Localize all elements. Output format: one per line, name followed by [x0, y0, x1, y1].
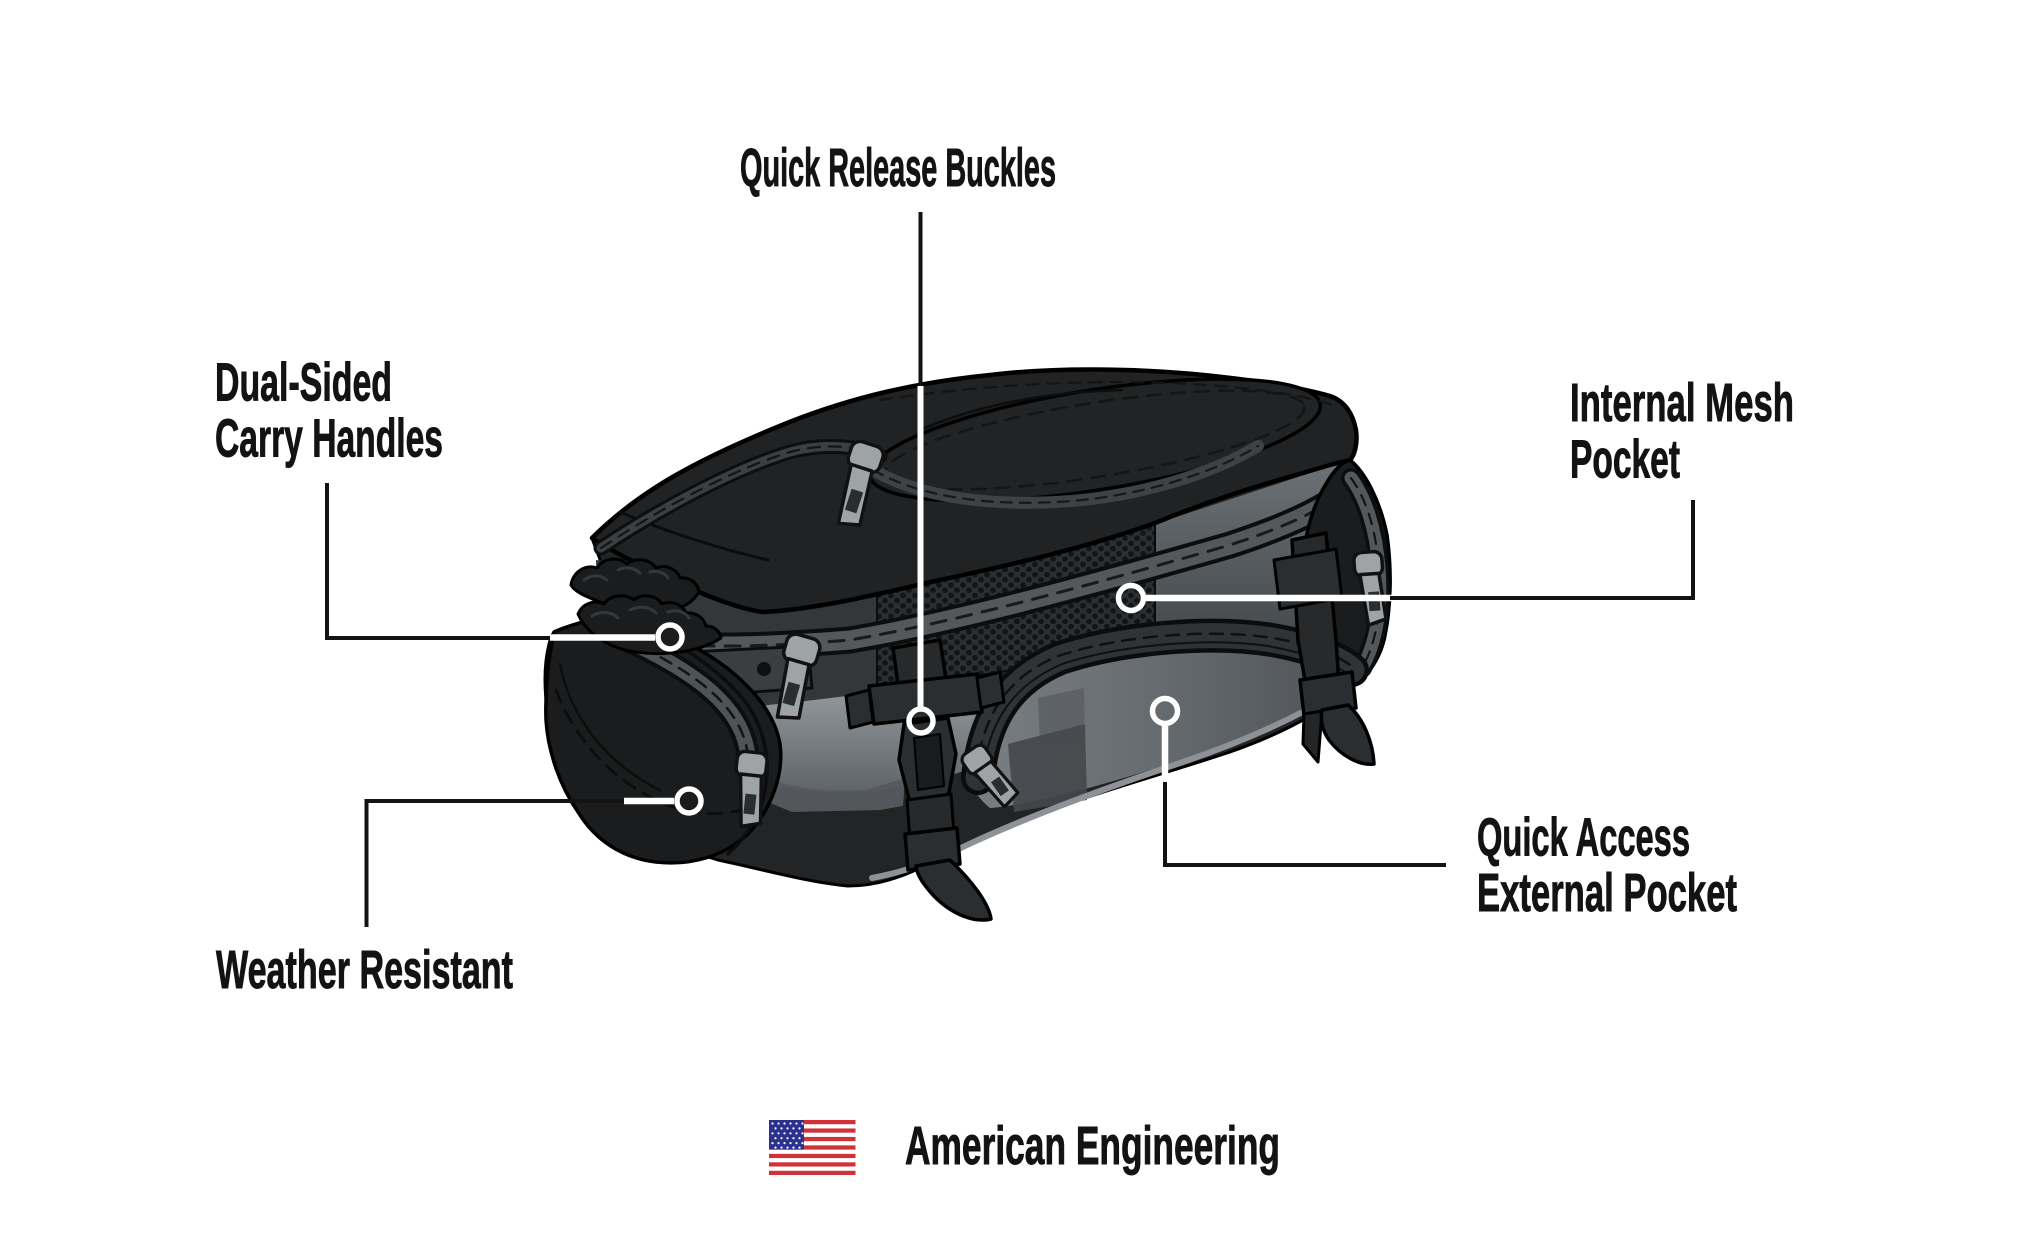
svg-text:External Pocket: External Pocket [1477, 863, 1737, 923]
svg-text:Carry Handles: Carry Handles [215, 409, 443, 469]
svg-text:Pocket: Pocket [1570, 430, 1680, 490]
svg-text:Quick Release Buckles: Quick Release Buckles [740, 138, 1056, 198]
svg-text:American Engineering: American Engineering [905, 1116, 1280, 1176]
svg-text:Internal Mesh: Internal Mesh [1570, 373, 1794, 433]
svg-text:Weather Resistant: Weather Resistant [216, 940, 513, 1000]
svg-text:Dual-Sided: Dual-Sided [215, 353, 392, 413]
svg-text:Quick Access: Quick Access [1477, 808, 1690, 868]
